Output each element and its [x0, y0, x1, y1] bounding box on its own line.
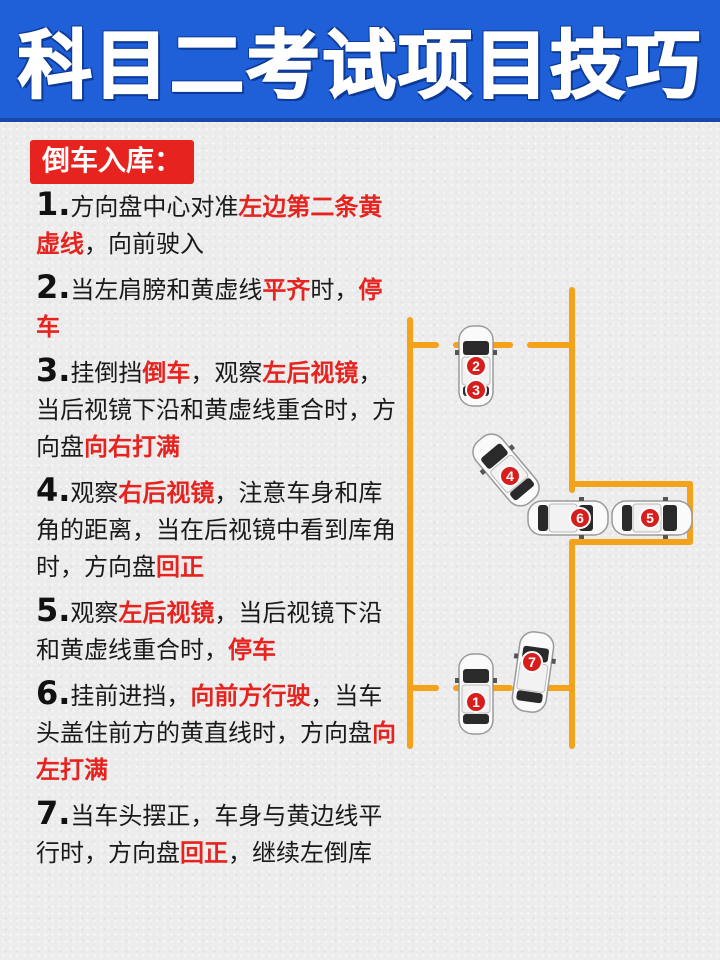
step-3: 3.挂倒挡倒车，观察左后视镜，当后视镜下沿和黄虚线重合时，方向盘向右打满: [36, 352, 406, 466]
car-position-2-3: 2 3: [454, 325, 498, 407]
highlight-text: 回正: [180, 839, 228, 867]
step-2: 2.当左肩膀和黄虚线平齐时，停车: [36, 269, 406, 346]
car-number-label: 7: [528, 654, 536, 670]
parking-diagram: 2 3 4 6 5 1 7: [407, 287, 693, 749]
highlight-text: 左边第二条黄虚线: [36, 193, 383, 258]
step-text: 观察: [70, 479, 119, 507]
step-number: 6.: [36, 674, 71, 712]
step-text: 挂倒挡: [70, 359, 143, 387]
step-6: 6.挂前进挡，向前方行驶，当车头盖住前方的黄直线时，方向盘向左打满: [36, 675, 406, 789]
step-text: ，当后视镜下沿和黄虚线重合时，方向盘: [36, 359, 396, 461]
highlight-text: 向前方行驶: [190, 682, 311, 710]
highlight-text: 向右打满: [84, 433, 180, 461]
step-number: 2.: [36, 268, 71, 306]
step-number: 4.: [36, 471, 71, 509]
car-number-label: 6: [576, 510, 584, 526]
step-1: 1.方向盘中心对准左边第二条黄虚线，向前驶入: [36, 186, 406, 263]
highlight-text: 左后视镜: [118, 599, 215, 627]
step-text: ，继续左倒库: [228, 839, 372, 867]
step-number: 5.: [36, 591, 71, 629]
highlight-text: 停车: [228, 636, 276, 664]
step-number: 3.: [36, 351, 71, 389]
step-text: ，当后视镜下沿和黄虚线重合时，: [36, 599, 383, 664]
highlight-text: 停车: [36, 276, 383, 341]
highlight-text: 平齐: [262, 276, 311, 304]
lane-lines: [407, 287, 693, 749]
step-text: ，向前驶入: [84, 230, 204, 258]
car-number-label: 5: [646, 510, 654, 526]
step-number: 1.: [36, 185, 71, 223]
car-position-7: 7: [505, 628, 561, 716]
title-banner: 科目二考试项目技巧: [0, 0, 720, 122]
step-text: ，注意车身和库角的距离，当在后视镜中看到库角时，方向盘: [36, 479, 396, 581]
highlight-text: 左后视镜: [262, 359, 359, 387]
car-position-6: 6: [527, 496, 609, 540]
highlight-text: 右后视镜: [118, 479, 215, 507]
car-number-label: 2: [472, 358, 480, 374]
car-number-label: 3: [472, 382, 480, 398]
step-text: 当车头摆正，车身与黄边线平行时，方向盘: [36, 802, 383, 867]
page-title: 科目二考试项目技巧: [17, 22, 702, 110]
step-text: ，观察: [190, 359, 263, 387]
step-text: 当左肩膀和黄虚线: [70, 276, 263, 304]
step-5: 5.观察左后视镜，当后视镜下沿和黄虚线重合时，停车: [36, 592, 406, 669]
step-7: 7.当车头摆正，车身与黄边线平行时，方向盘回正，继续左倒库: [36, 795, 406, 872]
step-text: ，当车头盖住前方的黄直线时，方向盘: [36, 682, 383, 747]
car-position-1: 1: [454, 653, 498, 735]
car-number-label: 4: [506, 468, 514, 484]
step-text: 方向盘中心对准: [70, 193, 239, 221]
section-heading: 倒车入库：: [30, 140, 195, 184]
step-text: 观察: [70, 599, 119, 627]
highlight-text: 倒车: [142, 359, 191, 387]
step-text: 挂前进挡，: [70, 682, 191, 710]
car-position-4: 4: [463, 425, 549, 515]
step-number: 7.: [36, 794, 71, 832]
car-position-5: 5: [611, 496, 693, 540]
step-text: 时，: [310, 276, 359, 304]
highlight-text: 回正: [156, 553, 204, 581]
highlight-text: 向左打满: [36, 719, 396, 784]
step-4: 4.观察右后视镜，注意车身和库角的距离，当在后视镜中看到库角时，方向盘回正: [36, 472, 406, 586]
car-number-label: 1: [472, 694, 480, 710]
